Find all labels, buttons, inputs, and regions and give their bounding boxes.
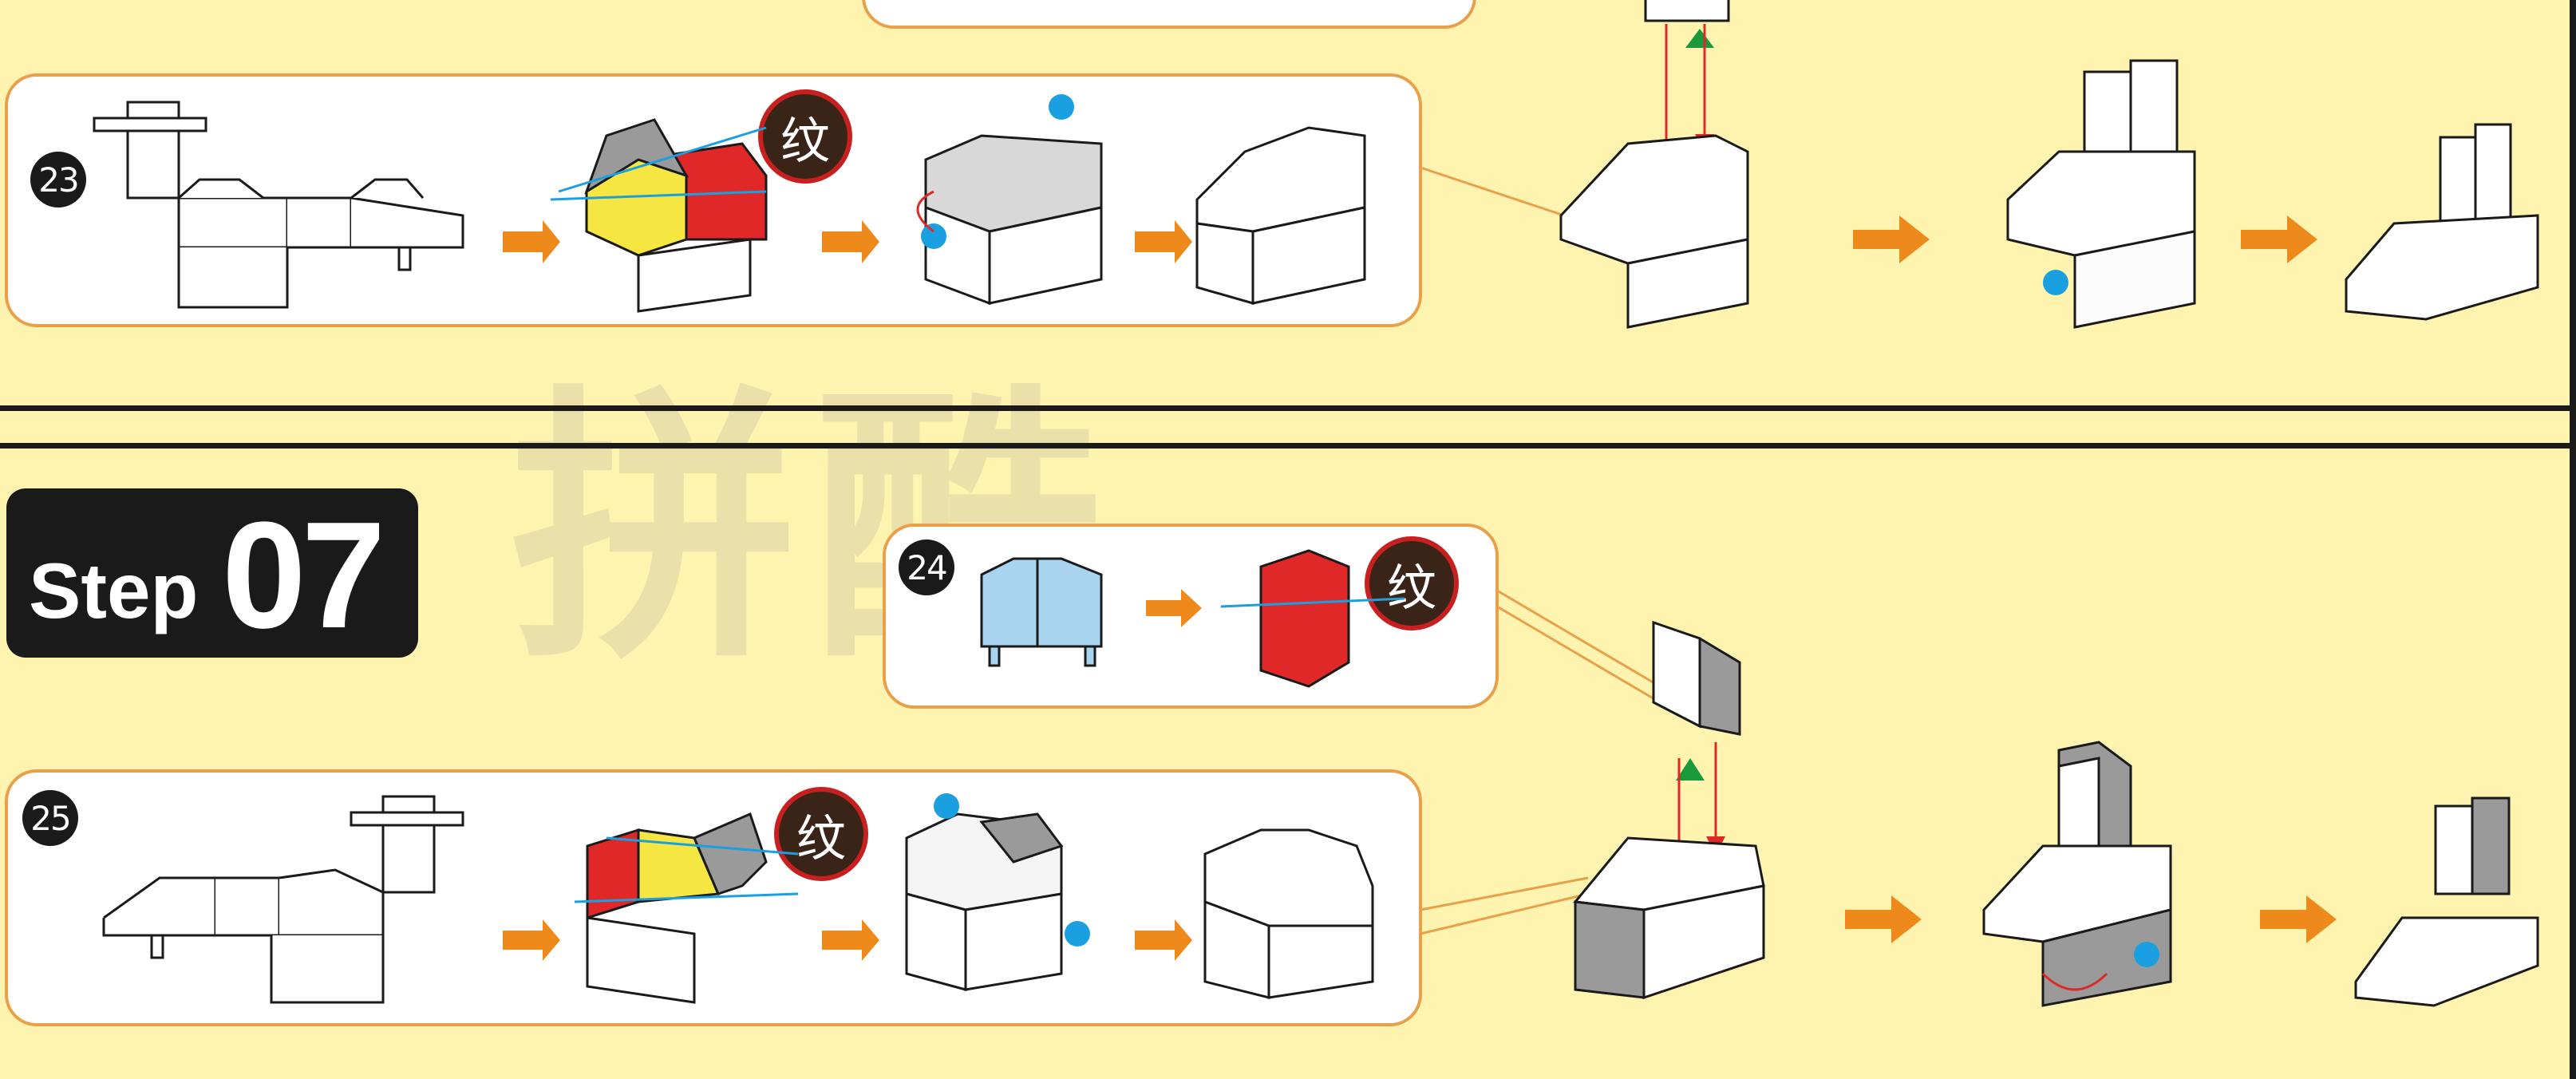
red-piece-24 bbox=[1220, 549, 1405, 688]
flat-net-23 bbox=[93, 101, 464, 309]
assembly-bottom-1 bbox=[1573, 620, 1765, 1000]
step-badge-25: 25 bbox=[22, 790, 78, 846]
fold-box-23 bbox=[916, 94, 1103, 306]
step-number: 07 bbox=[222, 491, 385, 660]
texture-icon-25: 纹 bbox=[774, 787, 868, 881]
plain-box-25 bbox=[1203, 828, 1374, 999]
assembly-top-2 bbox=[2006, 59, 2196, 329]
light-blue-piece-24 bbox=[980, 557, 1103, 667]
colored-fold-25 bbox=[574, 812, 799, 1004]
assembly-bottom-3 bbox=[2354, 796, 2539, 1007]
assembly-bottom-2 bbox=[1982, 741, 2172, 1007]
assembly-top-1 bbox=[1559, 0, 1749, 329]
orange-arrows-row1 bbox=[503, 215, 2317, 263]
step-word: Step bbox=[29, 547, 199, 634]
section-divider-top bbox=[0, 405, 2576, 411]
assembly-top-3 bbox=[2345, 123, 2539, 321]
texture-icon-23: 纹 bbox=[758, 89, 852, 184]
step-badge-24: 24 bbox=[899, 540, 954, 595]
page-edge bbox=[2570, 0, 2576, 1079]
step-label: Step 07 bbox=[6, 488, 418, 660]
plain-box-23 bbox=[1195, 126, 1366, 305]
orange-arrow-24 bbox=[1146, 589, 1202, 627]
panel-top-cutoff bbox=[862, 0, 1476, 29]
fold-box-25 bbox=[905, 793, 1090, 991]
colored-fold-23 bbox=[550, 118, 768, 313]
section-divider-bottom bbox=[0, 443, 2576, 449]
texture-icon-24: 纹 bbox=[1365, 536, 1459, 630]
orange-arrows-row3 bbox=[503, 895, 2337, 961]
flat-net-25 bbox=[102, 795, 464, 1004]
step-badge-23: 23 bbox=[30, 152, 86, 208]
